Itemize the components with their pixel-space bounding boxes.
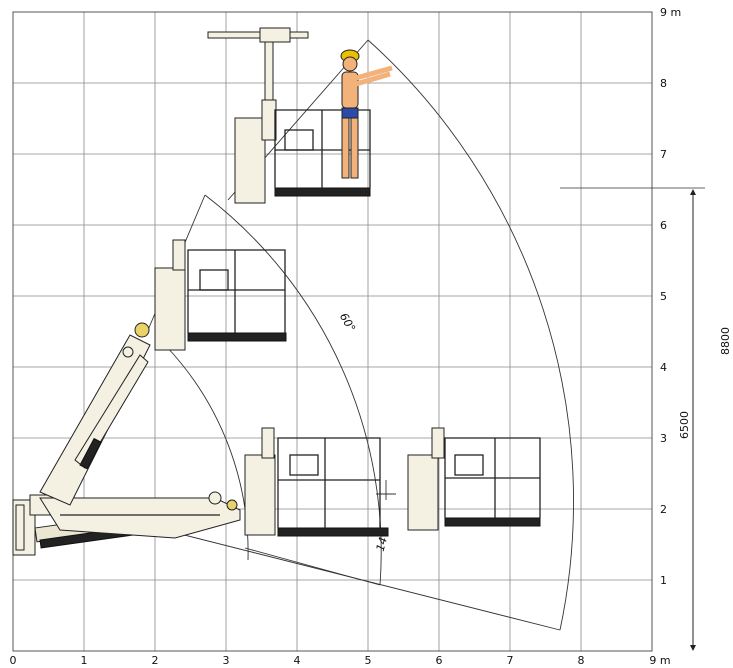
y-tick: 8 xyxy=(660,77,667,90)
x-tick: 3 xyxy=(223,654,230,667)
y-tick: 4 xyxy=(660,361,667,374)
angle-label-upper: 60° xyxy=(337,311,358,334)
x-tick: 2 xyxy=(152,654,159,667)
dimension-platform-height: 6500 xyxy=(560,187,705,651)
worker-figure xyxy=(340,49,393,179)
raised-boom xyxy=(39,322,151,506)
lower-boom xyxy=(39,491,241,539)
grid xyxy=(13,12,652,651)
x-tick: 5 xyxy=(365,654,372,667)
y-tick: 5 xyxy=(660,290,667,303)
x-tick: 4 xyxy=(294,654,301,667)
horizon-line xyxy=(244,547,381,586)
outer-arc xyxy=(367,39,574,631)
x-tick: 9 m xyxy=(649,654,670,667)
y-tick: 6 xyxy=(660,219,667,232)
x-tick: 8 xyxy=(578,654,585,667)
dimension-working-height: 8800 xyxy=(719,327,732,355)
y-tick: 1 xyxy=(660,574,667,587)
platform-low-near xyxy=(244,427,389,537)
x-tick: 0 xyxy=(10,654,17,667)
working-height-label: 8800 xyxy=(719,327,732,355)
y-tick: 7 xyxy=(660,148,667,161)
pivot-accent xyxy=(226,499,238,511)
platform-middle xyxy=(154,239,287,351)
middle-arc xyxy=(204,194,382,586)
platform-low-far xyxy=(407,427,541,531)
y-axis: 1 2 3 4 5 6 7 8 9 m xyxy=(660,6,681,587)
y-tick: 2 xyxy=(660,503,667,516)
x-tick: 1 xyxy=(81,654,88,667)
x-axis: 0 1 2 3 4 5 6 7 8 9 m xyxy=(10,654,671,667)
y-tick: 3 xyxy=(660,432,667,445)
y-tick: 9 m xyxy=(660,6,681,19)
x-tick: 6 xyxy=(436,654,443,667)
platform-top xyxy=(207,27,371,204)
x-tick: 7 xyxy=(507,654,514,667)
pivot-accent xyxy=(134,322,150,338)
grid-frame xyxy=(12,11,653,652)
platform-height-label: 6500 xyxy=(678,411,691,439)
